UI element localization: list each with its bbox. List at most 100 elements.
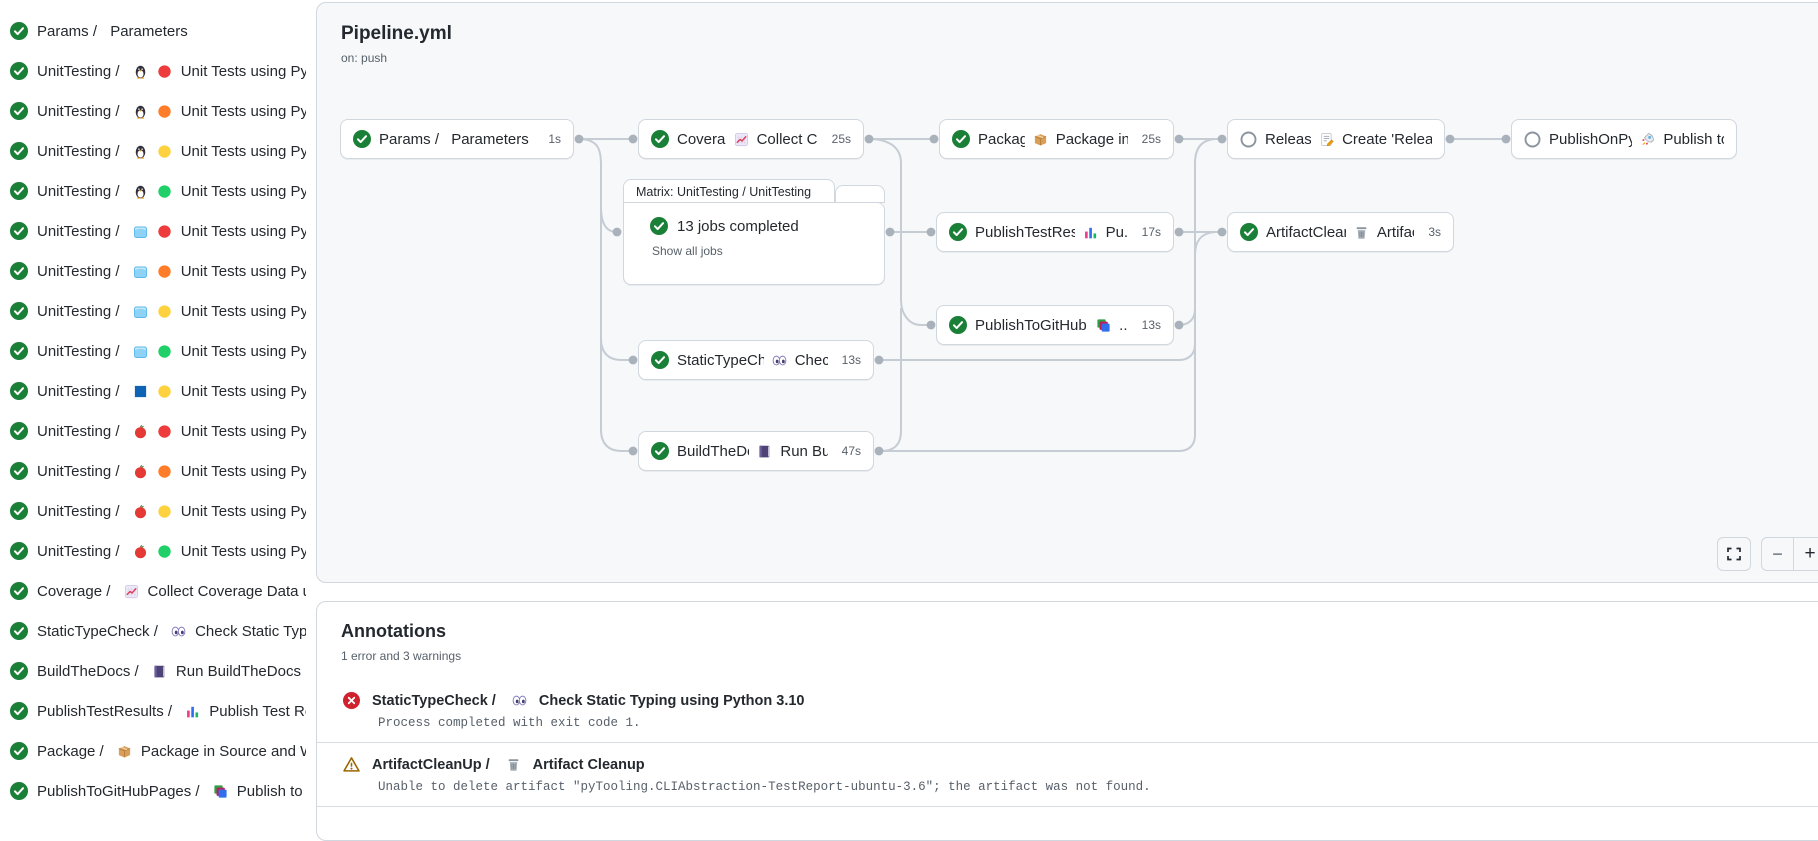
- matrix-group-body: 13 jobs completed Show all jobs: [623, 202, 885, 285]
- step-label: Unit Tests using Pyth...: [180, 342, 306, 360]
- annotation-title[interactable]: StaticTypeCheck / Check Static Typing us…: [341, 692, 1811, 709]
- check-circle-icon: [10, 742, 28, 760]
- fullscreen-button[interactable]: [1717, 537, 1751, 571]
- step-label: Unit Tests using Pyth...: [180, 502, 306, 520]
- layered-pages-icon: [1096, 318, 1111, 333]
- graph-node-stc[interactable]: StaticTypeCheck / Chec...13s: [638, 340, 874, 380]
- sidebar-job-item[interactable]: UnitTesting / Unit Tests using Pyth...: [10, 376, 306, 406]
- check-circle-icon: [10, 102, 28, 120]
- node-step-label: Package in So...: [1055, 130, 1128, 148]
- sidebar-job-item[interactable]: UnitTesting / Unit Tests using Pyth...: [10, 216, 306, 246]
- job-name: PublishTestResults /: [37, 702, 177, 720]
- check-circle-icon: [949, 223, 967, 241]
- check-circle-icon: [651, 351, 669, 369]
- graph-node-acu[interactable]: ArtifactCleanUp / Artifac...3s: [1227, 212, 1454, 252]
- x-circle-icon: [343, 692, 360, 709]
- zoom-in-button[interactable]: +: [1793, 537, 1818, 571]
- matrix-group-label: Matrix: UnitTesting / UnitTesting: [636, 184, 812, 199]
- sidebar-job-item[interactable]: UnitTesting / Unit Tests using Pyth...: [10, 56, 306, 86]
- node-job-name: StaticTypeCheck /: [677, 351, 764, 369]
- eyes-icon: [171, 624, 186, 639]
- eyes-icon: [512, 693, 527, 708]
- ice-cube-icon: [133, 344, 148, 359]
- node-duration: 13s: [1141, 318, 1161, 332]
- graph-node-release[interactable]: Release / Create 'Release P...: [1227, 119, 1445, 159]
- annotation-job-name: StaticTypeCheck /: [372, 692, 500, 709]
- matrix-status-text: 13 jobs completed: [677, 217, 799, 235]
- sidebar-job-item[interactable]: Coverage / Collect Coverage Data usi...: [10, 576, 306, 606]
- sidebar-job-item[interactable]: UnitTesting / Unit Tests using Pyth...: [10, 496, 306, 526]
- annotation-step-label: Artifact Cleanup: [532, 756, 645, 773]
- step-label: Unit Tests using Pyth...: [180, 542, 306, 560]
- trash-icon: [506, 757, 521, 772]
- sidebar-job-item[interactable]: PublishToGitHubPages / Publish to G...: [10, 776, 306, 806]
- dot-red: [157, 224, 172, 239]
- graph-node-coverage[interactable]: Coverage / Collect Cove...25s: [638, 119, 864, 159]
- package-icon: [1033, 132, 1048, 147]
- sidebar-job-item[interactable]: PublishTestResults / Publish Test Resu..…: [10, 696, 306, 726]
- penguin-icon: [133, 184, 148, 199]
- sidebar-job-item[interactable]: UnitTesting / Unit Tests using Pyth...: [10, 96, 306, 126]
- windows-icon: [133, 384, 148, 399]
- sidebar-job-item[interactable]: UnitTesting / Unit Tests using Pyth...: [10, 456, 306, 486]
- step-label: Unit Tests using Pyth...: [180, 462, 306, 480]
- graph-node-ptr[interactable]: PublishTestResults / Pu...17s: [936, 212, 1174, 252]
- penguin-icon: [133, 104, 148, 119]
- sidebar-job-item[interactable]: Package / Package in Source and Wh...: [10, 736, 306, 766]
- sidebar-job-item[interactable]: BuildTheDocs / Run BuildTheDocs: [10, 656, 306, 686]
- step-label: Unit Tests using Pyth...: [180, 302, 306, 320]
- check-circle-icon: [10, 582, 28, 600]
- graph-node-ptghp[interactable]: PublishToGitHubPages / ...13s: [936, 305, 1174, 345]
- zoom-out-button[interactable]: −: [1761, 537, 1794, 571]
- graph-node-btd[interactable]: BuildTheDocs / Run Buil...47s: [638, 431, 874, 471]
- sidebar-job-item[interactable]: UnitTesting / Unit Tests using Pyth...: [10, 256, 306, 286]
- dependency-edges: [574, 134, 1511, 456]
- annotations-summary: 1 error and 3 warnings: [341, 649, 462, 663]
- check-circle-icon: [10, 342, 28, 360]
- sidebar-job-item[interactable]: UnitTesting / Unit Tests using Pyth...: [10, 336, 306, 366]
- sidebar-job-item[interactable]: Params / Parameters: [10, 16, 306, 46]
- job-name: BuildTheDocs /: [37, 662, 143, 680]
- check-circle-icon: [10, 422, 28, 440]
- trash-icon: [1354, 225, 1369, 240]
- job-name: UnitTesting /: [37, 142, 124, 160]
- sidebar-job-item[interactable]: StaticTypeCheck / Check Static Typing...: [10, 616, 306, 646]
- check-circle-icon: [10, 382, 28, 400]
- graph-node-package[interactable]: Package / Package in So...25s: [939, 119, 1174, 159]
- dot-yellow: [157, 504, 172, 519]
- sidebar-job-item[interactable]: UnitTesting / Unit Tests using Pyth...: [10, 536, 306, 566]
- node-job-name: PublishToGitHubPages /: [975, 316, 1088, 334]
- sidebar-job-item[interactable]: UnitTesting / Unit Tests using Pyth...: [10, 176, 306, 206]
- show-all-jobs-link[interactable]: Show all jobs: [652, 244, 723, 258]
- check-circle-icon: [10, 142, 28, 160]
- workflow-file-title: Pipeline.yml: [341, 23, 452, 44]
- check-circle-icon: [10, 22, 28, 40]
- check-circle-icon: [10, 702, 28, 720]
- node-duration: 1s: [548, 132, 561, 146]
- job-name: UnitTesting /: [37, 422, 124, 440]
- matrix-group-tab: Matrix: UnitTesting / UnitTesting: [623, 179, 835, 203]
- sidebar-job-item[interactable]: UnitTesting / Unit Tests using Pyth...: [10, 416, 306, 446]
- job-name: UnitTesting /: [37, 542, 124, 560]
- step-label: Parameters: [110, 22, 188, 40]
- dot-green: [157, 544, 172, 559]
- node-job-name: BuildTheDocs /: [677, 442, 749, 460]
- graph-node-pypi[interactable]: PublishOnPyPI / Publish to ...: [1511, 119, 1737, 159]
- annotation-title[interactable]: ArtifactCleanUp / Artifact Cleanup: [341, 756, 1811, 773]
- step-label: Unit Tests using Pyth...: [180, 102, 306, 120]
- job-name: StaticTypeCheck /: [37, 622, 163, 640]
- sidebar-job-item[interactable]: UnitTesting / Unit Tests using Pyth...: [10, 296, 306, 326]
- workflow-graph-panel: Pipeline.yml on: push Matrix: UnitTestin…: [316, 2, 1818, 583]
- sidebar-job-item[interactable]: UnitTesting / Unit Tests using Pyth...: [10, 136, 306, 166]
- apple-icon: [133, 544, 148, 559]
- annotations-title: Annotations: [341, 621, 446, 641]
- check-circle-icon: [1240, 223, 1258, 241]
- check-circle-icon: [10, 462, 28, 480]
- apple-icon: [133, 424, 148, 439]
- dot-red: [157, 424, 172, 439]
- skipped-circle-icon: [1240, 131, 1257, 148]
